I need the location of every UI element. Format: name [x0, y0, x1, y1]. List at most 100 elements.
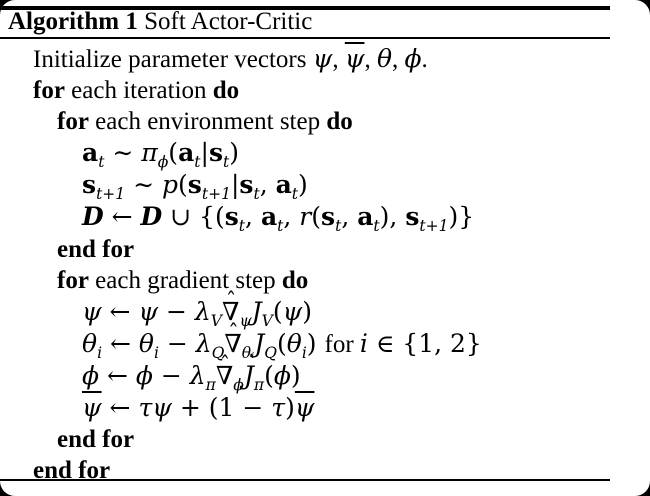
text-token: ψ: [294, 393, 315, 423]
text-token: ψ: [312, 44, 333, 73]
text-token: ϕ: [273, 360, 291, 390]
text-token: t: [223, 153, 230, 172]
text-token: J: [251, 296, 262, 326]
text-token: ,: [341, 202, 358, 232]
text-token: ←: [101, 393, 139, 423]
text-token: ∪ {(: [162, 202, 225, 232]
text-token: ψ: [239, 311, 252, 330]
text-token: t: [194, 153, 201, 172]
algorithm-title: Algorithm 1 Soft Actor-Critic: [8, 9, 312, 35]
text-token: a: [357, 202, 374, 232]
text-token: (: [277, 328, 287, 358]
text-token: ∈ {1, 2}: [367, 328, 482, 358]
text-token: s: [405, 202, 420, 232]
algorithm-line: st+1 ∼ p(st+1|st, at): [0, 169, 650, 204]
text-token: ϕ: [404, 44, 422, 73]
text-token: ),: [379, 202, 406, 232]
text-token: + (1 −: [171, 393, 272, 423]
text-token: (: [264, 360, 274, 390]
text-token: J: [243, 360, 254, 390]
text-token: a: [260, 202, 278, 232]
text-token: ψ: [152, 393, 172, 423]
keyword-token: end for: [57, 426, 135, 454]
text-token: λ: [189, 360, 206, 390]
text-token: ∼: [125, 170, 162, 200]
text-token: t+1: [419, 217, 449, 236]
top-rule: [0, 6, 610, 10]
text-token: t+1: [96, 185, 126, 204]
text-token: s: [321, 202, 336, 232]
text-token: ϕ: [157, 153, 169, 172]
text-token: a: [275, 170, 292, 200]
text-token: ∇: [216, 360, 233, 391]
text-token: s: [82, 170, 97, 200]
text-token: ): [302, 296, 312, 326]
text-token: t: [277, 217, 284, 236]
text-token: θ: [82, 328, 98, 358]
algorithm-line: Initialize parameter vectors ψ, ψ, θ, ϕ.: [0, 43, 650, 75]
text-token: i: [359, 328, 368, 358]
text-token: (: [272, 296, 283, 326]
header-rule: [0, 37, 610, 39]
text-token: .: [421, 46, 428, 73]
text-token: |: [230, 170, 240, 200]
text-token: θ: [376, 44, 392, 73]
text-token: ,: [364, 46, 377, 73]
text-token: for: [324, 330, 360, 358]
text-token: each gradient step: [88, 266, 282, 294]
keyword-token: for: [57, 108, 89, 136]
algorithm-line: for each iteration do: [0, 75, 650, 106]
text-token: τ: [271, 393, 286, 423]
text-token: Q: [264, 343, 277, 362]
text-token: each environment step: [88, 108, 327, 136]
text-token: ): [306, 328, 325, 358]
text-token: ∼: [104, 138, 142, 168]
algorithm-line: θi ← θi − λQ∇θᵢJQ(θi) for i ∈ {1, 2}: [0, 328, 650, 362]
text-token: (: [178, 170, 188, 200]
text-token: i: [153, 343, 159, 362]
text-token: t: [373, 217, 380, 236]
text-token: s: [208, 138, 224, 168]
text-token: (: [311, 202, 321, 232]
keyword-token: for: [57, 266, 89, 294]
text-token: J: [254, 328, 265, 358]
text-token: p: [162, 170, 179, 200]
algorithm-line: end for: [0, 234, 650, 265]
text-token: λ: [194, 296, 211, 326]
algorithm-line: end for: [0, 455, 650, 486]
text-token: each iteration: [64, 77, 213, 105]
text-token: ,: [283, 202, 300, 232]
text-token: ,: [332, 46, 345, 73]
text-token: ): [229, 138, 240, 168]
text-token: ψ: [282, 296, 303, 326]
text-token: V: [261, 311, 273, 330]
algorithm-line: for each environment step do: [0, 106, 650, 137]
algorithm-line: for each gradient step do: [0, 265, 650, 296]
text-token: t: [291, 185, 299, 204]
text-token: ψ: [344, 44, 365, 73]
text-token: λ: [195, 328, 212, 358]
text-token: i: [301, 343, 307, 362]
algorithm-line: D ← D ∪ {(st, at, r(st, at), st+1)}: [0, 201, 650, 236]
text-token: i: [97, 343, 103, 362]
text-token: D: [140, 202, 163, 232]
text-token: (: [168, 138, 179, 168]
text-token: s: [239, 170, 254, 200]
text-token: a: [82, 138, 99, 168]
text-token: V: [210, 311, 222, 330]
keyword-token: end for: [57, 235, 135, 263]
text-token: ϕ: [233, 375, 244, 394]
text-token: ψ: [82, 296, 102, 326]
keyword-token: do: [212, 77, 240, 105]
text-token: π: [205, 375, 216, 394]
text-token: t: [98, 153, 105, 172]
keyword-token: do: [281, 266, 309, 294]
algorithm-body: Initialize parameter vectors ψ, ψ, θ, ϕ.…: [0, 43, 650, 486]
text-token: ψ: [138, 296, 159, 326]
algorithm-line: ϕ ← ϕ − λπ∇ϕJπ(ϕ): [0, 360, 650, 394]
text-token: θ: [138, 328, 154, 358]
text-token: t: [253, 185, 260, 204]
text-token: Initialize parameter vectors: [33, 46, 313, 73]
text-token: ϕ: [82, 360, 100, 390]
